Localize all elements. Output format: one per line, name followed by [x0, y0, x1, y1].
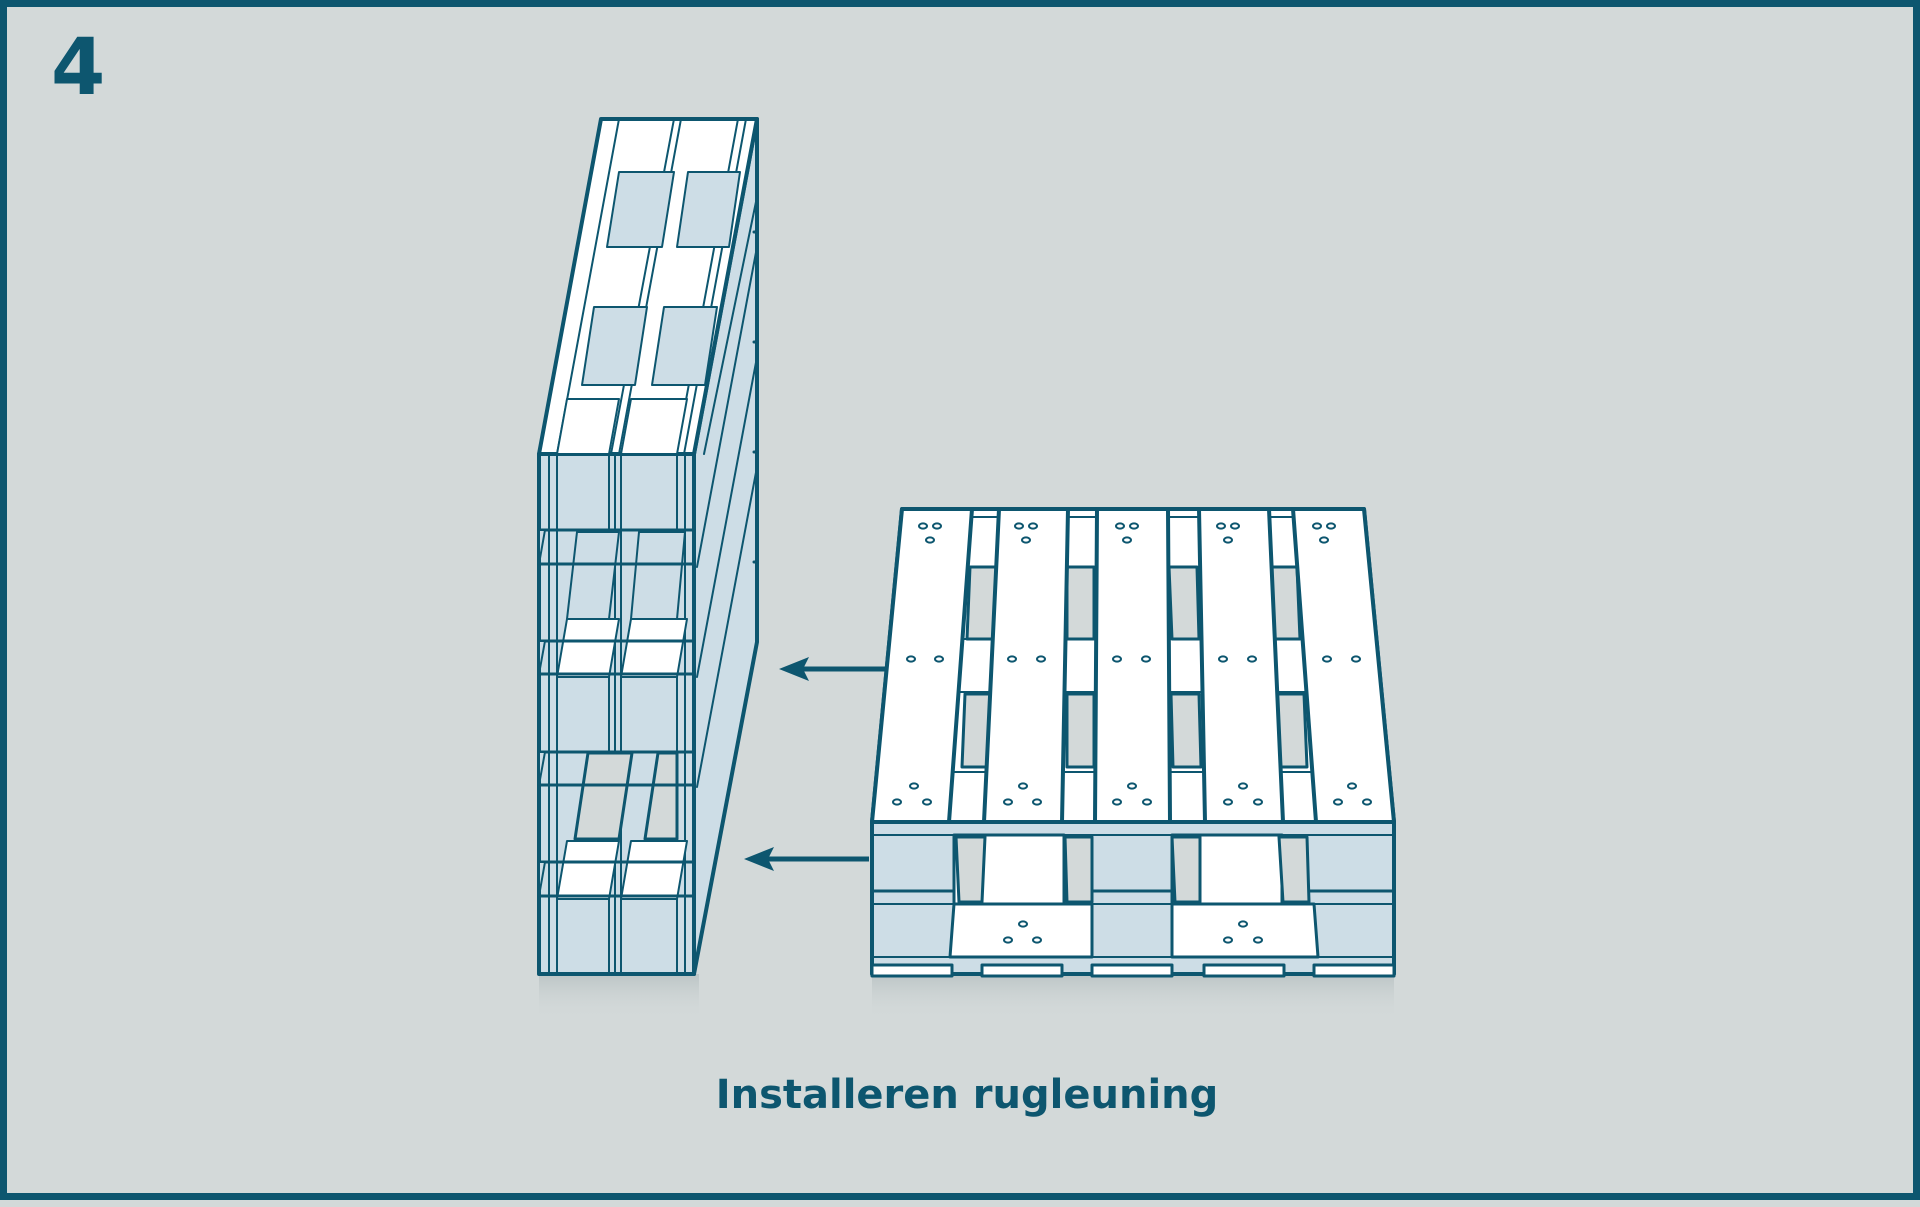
step-number: 4 [51, 23, 106, 113]
assembly-illustration [537, 117, 1396, 1019]
standing-pallet [537, 117, 759, 1019]
step-caption: Installeren rugleuning [715, 1072, 1219, 1118]
nail-holes [892, 522, 1372, 944]
arrow-upper [779, 657, 885, 681]
arrow-lower [744, 847, 869, 871]
flat-pallet [870, 507, 1396, 1019]
